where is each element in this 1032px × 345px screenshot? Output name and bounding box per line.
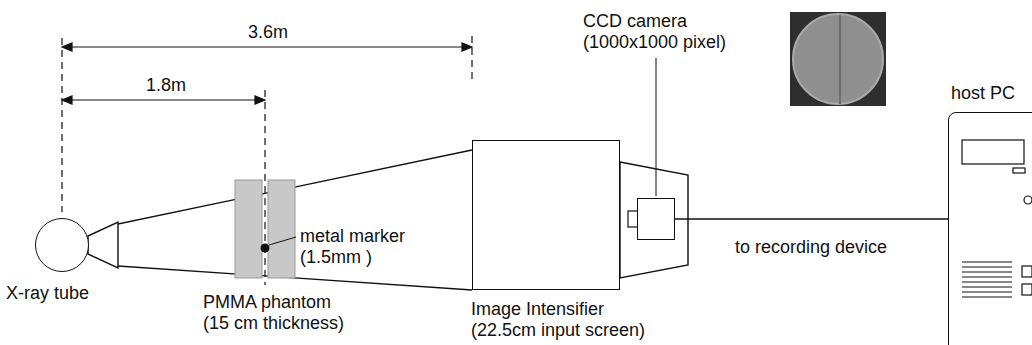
edge-label: to recording device — [733, 237, 889, 258]
pmma-phantom: PMMA phantom (15 cm thickness) — [235, 180, 295, 278]
dimension-label: 3.6m — [248, 22, 288, 43]
node-label: CCD camera (1000x1000 pixel) — [583, 11, 738, 52]
image-intensifier: Image Intensifier (22.5cm input screen) — [472, 140, 620, 290]
pc-vents — [962, 262, 1012, 297]
x-ray-cone — [88, 222, 118, 268]
camera-housing — [620, 162, 688, 278]
node-label: PMMA phantom (15 cm thickness) — [203, 292, 355, 333]
host-pc: host PC — [948, 112, 1032, 345]
node-label: host PC — [951, 83, 1015, 104]
leader-line — [269, 237, 296, 245]
x-ray-tube: X-ray tube — [35, 218, 89, 272]
reference-lines — [62, 36, 472, 285]
node-label: Image Intensifier (22.5cm input screen) — [471, 299, 661, 340]
signal-line — [675, 218, 948, 219]
ccd-camera: CCD camera (1000x1000 pixel) — [637, 198, 675, 240]
part-label: metal marker (1.5mm ) — [300, 226, 416, 267]
fluoroscopy-image — [790, 12, 886, 106]
dimension-arrows — [62, 43, 472, 104]
beam-lines — [118, 150, 472, 290]
dimension-label: 1.8m — [146, 75, 186, 96]
leader-line — [656, 58, 657, 196]
pc-details — [962, 140, 1032, 295]
metal-marker — [261, 244, 270, 253]
node-label: X-ray tube — [6, 283, 89, 304]
phantom-slabs — [235, 180, 295, 278]
